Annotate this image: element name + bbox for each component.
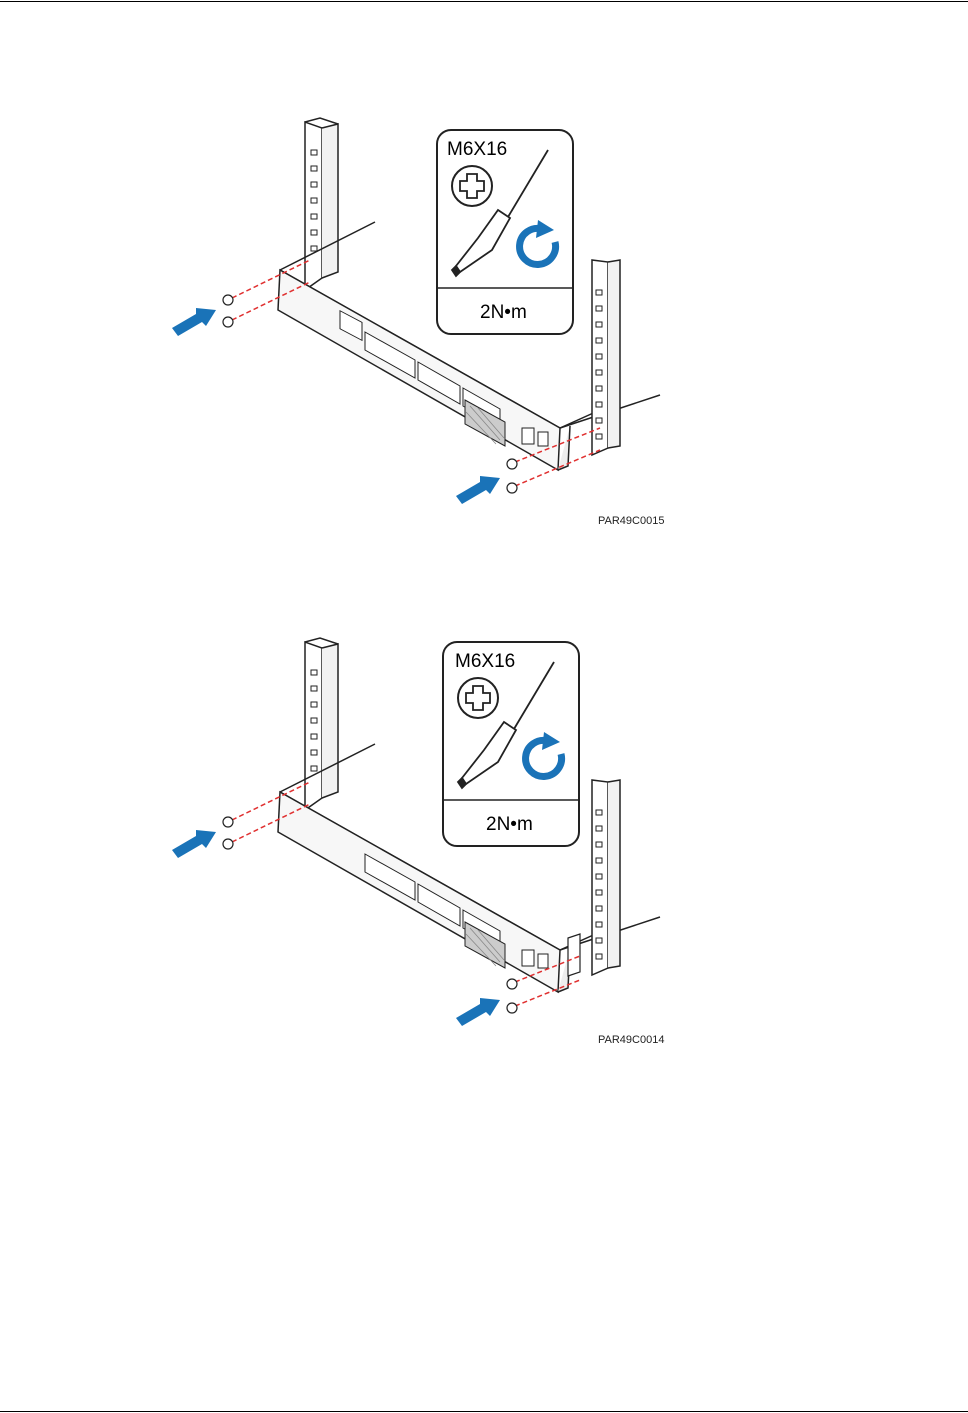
torque-label: 2N•m (486, 814, 533, 835)
rack-post-left (305, 118, 338, 290)
figure-install-mounting-ears-2: M6X16 2N•m PAR49C0014 (160, 630, 680, 1050)
screw-spec-callout: M6X16 2N•m (437, 130, 573, 334)
screw-spec-label: M6X16 (455, 651, 515, 672)
screw-spec-label: M6X16 (447, 139, 507, 160)
mounting-ear (568, 934, 580, 976)
rack-post-left (305, 638, 338, 810)
torque-label: 2N•m (480, 302, 527, 323)
figure-install-mounting-ears-1: M6X16 2N•m PAR49C0015 (160, 110, 680, 530)
phillips-screw-icon (458, 678, 498, 718)
figure-illustration: M6X16 2N•m (160, 630, 680, 1050)
rack-post-right (592, 260, 620, 455)
header-rule (0, 1, 968, 2)
phillips-screw-icon (452, 166, 492, 206)
figure-code: PAR49C0015 (598, 515, 664, 527)
rack-post-right (592, 780, 620, 975)
figure-illustration: M6X16 2N•m (160, 110, 680, 530)
screw-spec-callout: M6X16 2N•m (443, 642, 579, 846)
footer-rule (0, 1411, 968, 1412)
figure-code: PAR49C0014 (598, 1034, 664, 1046)
